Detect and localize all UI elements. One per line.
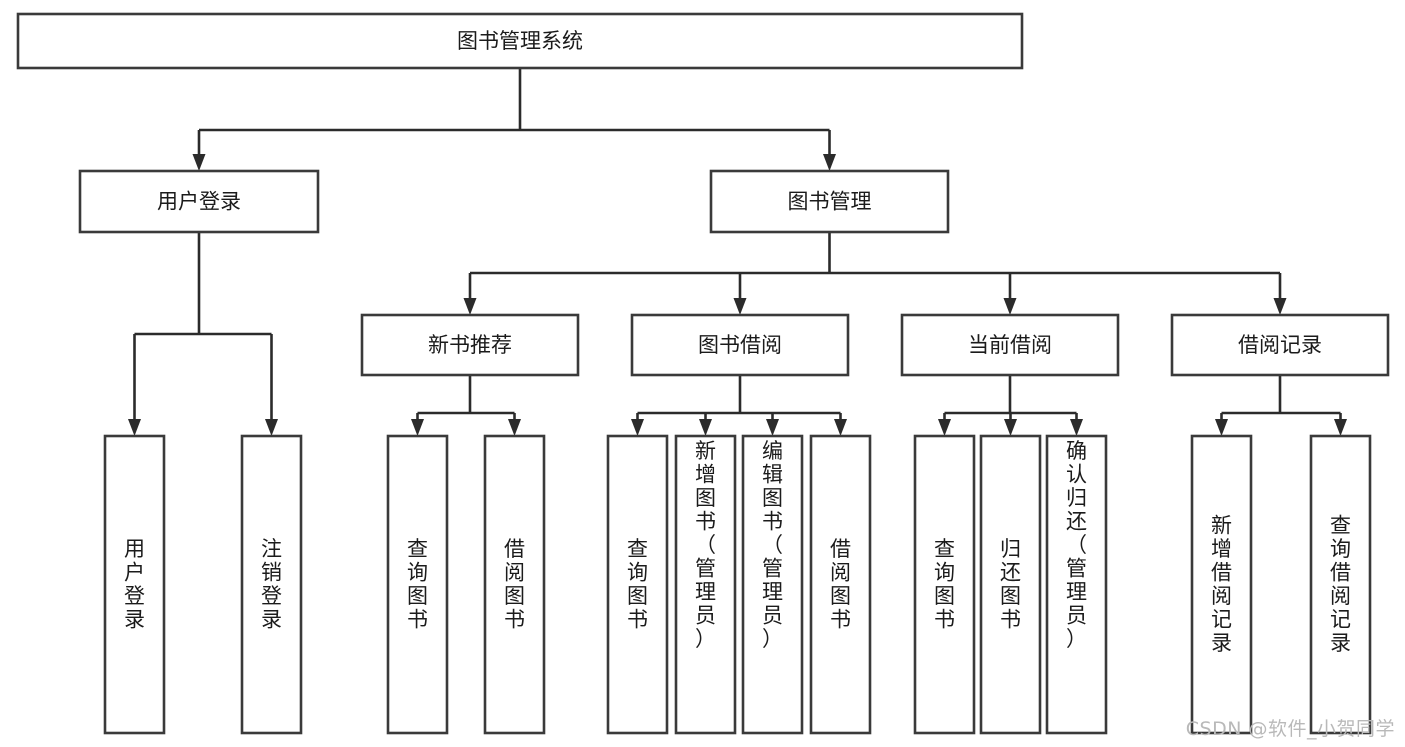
borrow-record-to-leaf-query-record-head bbox=[1334, 419, 1347, 436]
node-rect-leaf-edit-book[interactable] bbox=[741, 434, 804, 735]
bm-to-borrow-record-head bbox=[1273, 298, 1287, 315]
node-rect-current-borrow[interactable] bbox=[900, 313, 1120, 377]
node-book-borrow[interactable]: 图书借阅 bbox=[630, 313, 850, 377]
node-rect-book-management[interactable] bbox=[709, 169, 950, 234]
bm-to-book-borrow-head bbox=[733, 298, 747, 315]
current-borrow-to-leaf-confirm-return-head bbox=[1070, 419, 1083, 436]
current-borrow-to-leaf-query-book-3-head bbox=[938, 419, 951, 436]
node-label-new-book-recommend: 新书推荐 bbox=[428, 333, 512, 357]
node-rect-leaf-query-book-1[interactable] bbox=[386, 434, 449, 735]
node-rect-leaf-user-login[interactable] bbox=[103, 434, 166, 735]
node-label-book-management: 图书管理 bbox=[788, 190, 872, 214]
book-borrow-to-leaf-borrow-book-2-head bbox=[834, 419, 847, 436]
node-rect-leaf-query-record[interactable] bbox=[1309, 434, 1372, 735]
node-label-leaf-confirm-return: 确认归还（管理员） bbox=[1066, 439, 1087, 651]
node-label-leaf-user-login: 用户登录 bbox=[124, 537, 145, 632]
node-label-leaf-return-book: 归还图书 bbox=[1000, 537, 1021, 632]
node-rect-leaf-query-book-2[interactable] bbox=[606, 434, 669, 735]
node-label-borrow-record: 借阅记录 bbox=[1238, 333, 1322, 357]
node-rect-leaf-query-book-3[interactable] bbox=[913, 434, 976, 735]
node-leaf-query-book-1[interactable]: 查询图书 bbox=[386, 434, 449, 735]
node-label-leaf-query-book-2: 查询图书 bbox=[627, 537, 648, 632]
node-label-current-borrow: 当前借阅 bbox=[968, 333, 1052, 357]
node-leaf-logout[interactable]: 注销登录 bbox=[240, 434, 303, 735]
node-label-user-login: 用户登录 bbox=[157, 190, 241, 214]
node-boxes: 图书管理系统用户登录图书管理新书推荐图书借阅当前借阅借阅记录用户登录注销登录查询… bbox=[16, 12, 1390, 735]
node-label-leaf-add-book: 新增图书（管理员） bbox=[695, 439, 716, 651]
node-label-book-borrow: 图书借阅 bbox=[698, 333, 782, 357]
node-rect-leaf-confirm-return[interactable] bbox=[1045, 434, 1108, 735]
node-leaf-query-book-3[interactable]: 查询图书 bbox=[913, 434, 976, 735]
node-rect-book-borrow[interactable] bbox=[630, 313, 850, 377]
node-label-leaf-add-record: 新增借阅记录 bbox=[1211, 513, 1232, 655]
node-label-leaf-query-book-1: 查询图书 bbox=[407, 537, 428, 632]
ul-to-leaf-user-login-head bbox=[128, 419, 141, 436]
node-leaf-return-book[interactable]: 归还图书 bbox=[979, 434, 1042, 735]
current-borrow-to-leaf-return-book-head bbox=[1004, 419, 1017, 436]
new-book-recommend-to-leaf-borrow-book-1-head bbox=[508, 419, 521, 436]
node-new-book-recommend[interactable]: 新书推荐 bbox=[360, 313, 580, 377]
node-rect-leaf-logout[interactable] bbox=[240, 434, 303, 735]
book-borrow-to-leaf-query-book-2-head bbox=[631, 419, 644, 436]
node-leaf-edit-book[interactable]: 编辑图书（管理员） bbox=[741, 434, 804, 735]
node-leaf-add-record[interactable]: 新增借阅记录 bbox=[1190, 434, 1253, 735]
bm-to-current-borrow-head bbox=[1003, 298, 1017, 315]
bm-to-new-book-recommend-head bbox=[463, 298, 477, 315]
node-label-leaf-edit-book: 编辑图书（管理员） bbox=[762, 439, 783, 651]
node-book-management[interactable]: 图书管理 bbox=[709, 169, 950, 234]
node-label-leaf-logout: 注销登录 bbox=[261, 537, 282, 632]
node-borrow-record[interactable]: 借阅记录 bbox=[1170, 313, 1390, 377]
book-borrow-to-leaf-add-book-head bbox=[699, 419, 712, 436]
node-label-leaf-borrow-book-1: 借阅图书 bbox=[504, 537, 525, 632]
node-rect-new-book-recommend[interactable] bbox=[360, 313, 580, 377]
node-rect-leaf-add-book[interactable] bbox=[674, 434, 737, 735]
node-current-borrow[interactable]: 当前借阅 bbox=[900, 313, 1120, 377]
node-rect-leaf-borrow-book-1[interactable] bbox=[483, 434, 546, 735]
node-rect-borrow-record[interactable] bbox=[1170, 313, 1390, 377]
node-label-leaf-borrow-book-2: 借阅图书 bbox=[830, 537, 851, 632]
node-rect-leaf-add-record[interactable] bbox=[1190, 434, 1253, 735]
node-user-login[interactable]: 用户登录 bbox=[78, 169, 320, 234]
csdn-watermark: CSDN @软件_小贺同学 bbox=[1185, 718, 1395, 740]
root-to-user-login-head bbox=[192, 154, 206, 171]
node-label-leaf-query-book-3: 查询图书 bbox=[934, 537, 955, 632]
ul-to-leaf-logout-head bbox=[265, 419, 278, 436]
node-leaf-add-book[interactable]: 新增图书（管理员） bbox=[674, 434, 737, 735]
connector-lines bbox=[128, 68, 1347, 436]
node-leaf-confirm-return[interactable]: 确认归还（管理员） bbox=[1045, 434, 1108, 735]
root-to-book-management-head bbox=[823, 154, 836, 171]
node-rect-root[interactable] bbox=[16, 12, 1024, 70]
node-rect-user-login[interactable] bbox=[78, 169, 320, 234]
node-label-root: 图书管理系统 bbox=[457, 29, 583, 53]
node-root[interactable]: 图书管理系统 bbox=[16, 12, 1024, 70]
node-leaf-borrow-book-2[interactable]: 借阅图书 bbox=[809, 434, 872, 735]
node-rect-leaf-borrow-book-2[interactable] bbox=[809, 434, 872, 735]
node-leaf-query-book-2[interactable]: 查询图书 bbox=[606, 434, 669, 735]
node-rect-leaf-return-book[interactable] bbox=[979, 434, 1042, 735]
node-leaf-borrow-book-1[interactable]: 借阅图书 bbox=[483, 434, 546, 735]
node-leaf-user-login[interactable]: 用户登录 bbox=[103, 434, 166, 735]
borrow-record-to-leaf-add-record-head bbox=[1215, 419, 1228, 436]
node-label-leaf-query-record: 查询借阅记录 bbox=[1330, 513, 1351, 655]
node-leaf-query-record[interactable]: 查询借阅记录 bbox=[1309, 434, 1372, 735]
book-borrow-to-leaf-edit-book-head bbox=[766, 419, 779, 436]
new-book-recommend-to-leaf-query-book-1-head bbox=[411, 419, 424, 436]
